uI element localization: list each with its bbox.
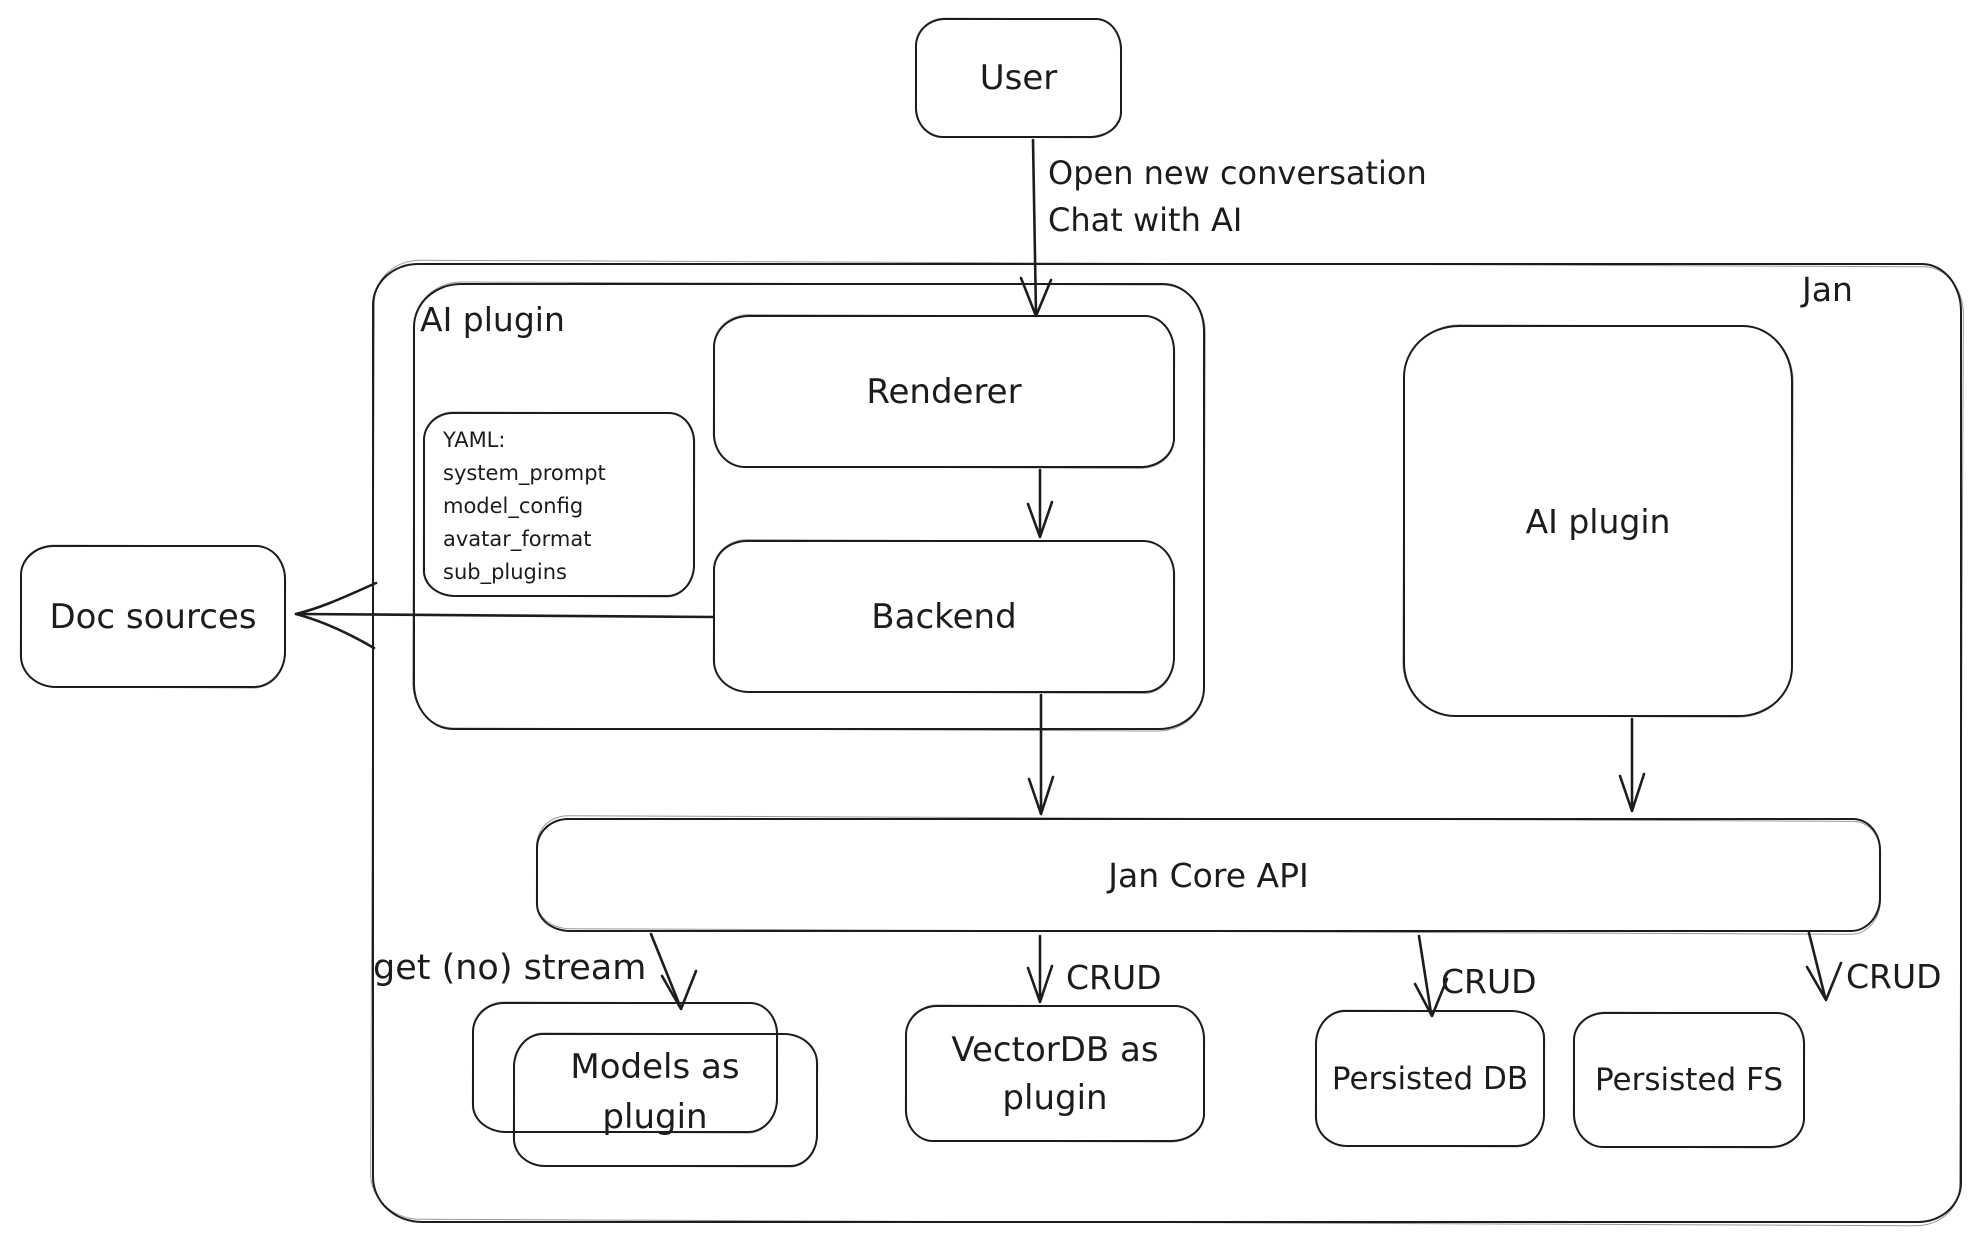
ai-plugin-right-node: AI plugin: [1403, 325, 1793, 717]
ai-plugin-right-label: AI plugin: [1525, 501, 1671, 541]
backend-node-label: Backend: [871, 596, 1017, 637]
yaml-note-line: system_prompt: [443, 461, 606, 485]
jan-core-api-label: Jan Core API: [1108, 855, 1309, 895]
jan-container: [372, 263, 1962, 1223]
edge-label-get-no-stream: get (no) stream: [373, 948, 647, 988]
jan-core-api-node: Jan Core API: [536, 818, 1881, 932]
models-plugin-node: [513, 1033, 818, 1167]
doc-sources-node: Doc sources: [20, 545, 286, 688]
edge-label-crud-vectordb: CRUD: [1066, 958, 1162, 997]
yaml-note-line: sub_plugins: [443, 560, 567, 584]
yaml-note-line: avatar_format: [443, 527, 592, 551]
edge-label-crud-persisted-fs: CRUD: [1846, 957, 1942, 996]
ai-plugin-left-container: [413, 283, 1205, 730]
persisted-fs-label: Persisted FS: [1594, 1062, 1784, 1098]
jan-container-label: Jan: [1802, 270, 1853, 309]
persisted-db-label: Persisted DB: [1331, 1060, 1529, 1097]
doc-sources-label: Doc sources: [49, 596, 257, 637]
vectordb-plugin-label: VectorDB as: [951, 1029, 1159, 1070]
yaml-note: YAML: system_prompt model_config avatar_…: [423, 412, 695, 597]
edge-label-user-to-renderer: Open new conversation Chat with AI: [1048, 154, 1427, 239]
user-node-label: User: [979, 58, 1058, 98]
vectordb-plugin-node: VectorDB as plugin: [905, 1005, 1205, 1142]
user-node: User: [915, 18, 1122, 138]
renderer-node-label: Renderer: [866, 371, 1022, 412]
backend-node: Backend: [713, 540, 1175, 693]
yaml-note-line: model_config: [443, 494, 584, 518]
edge-label-crud-persisted-db: CRUD: [1441, 962, 1537, 1001]
persisted-fs-node: Persisted FS: [1573, 1012, 1805, 1148]
models-plugin-label: Models as plugin: [570, 1047, 740, 1137]
ai-plugin-left-label: AI plugin: [420, 300, 565, 339]
renderer-node: Renderer: [713, 315, 1175, 468]
persisted-db-node: Persisted DB: [1315, 1010, 1545, 1147]
yaml-note-title: YAML:: [443, 428, 506, 452]
